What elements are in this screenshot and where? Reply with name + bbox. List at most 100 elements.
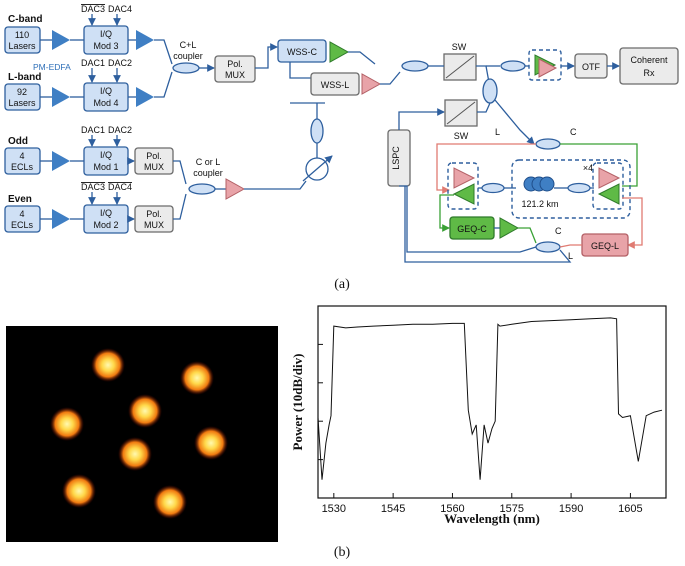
span-length: 121.2 km (521, 199, 558, 209)
x-tick-label: 1575 (500, 503, 524, 515)
coherent-rx-box (619, 47, 679, 85)
mod2-dac-a: DAC3 (81, 182, 105, 192)
band-splitter (535, 138, 561, 150)
loop-amp-left-c (452, 183, 475, 205)
loop-amp-left-l (453, 167, 476, 189)
c-lasers-text: Lasers (8, 41, 36, 51)
pol-mux-top-1: Pol. (227, 59, 243, 69)
mod3-dac-b: DAC4 (108, 4, 132, 14)
l-lasers-count: 92 (17, 87, 27, 97)
caption-a: (a) (334, 277, 350, 292)
cl-coupler-label-1: C+L (180, 40, 197, 50)
chart-frame (317, 305, 667, 499)
loop-coupler (482, 78, 498, 104)
mod4-dac-a: DAC1 (81, 58, 105, 68)
corl-coupler-label-2: coupler (193, 168, 223, 178)
constellation-panel (6, 326, 278, 542)
sw-top-label: SW (452, 42, 467, 52)
constellation-point (91, 348, 125, 382)
constellation-point (194, 426, 228, 460)
geq-c-amp (499, 217, 520, 239)
constellation-point (180, 361, 214, 395)
l-lasers-text: Lasers (8, 98, 36, 108)
loop-count: ×4 (583, 163, 593, 173)
pm-edfa-label: PM-EDFA (33, 62, 71, 72)
even-ecl-text: ECLs (11, 220, 34, 230)
pol-mux-even-2: MUX (144, 220, 164, 230)
mod4-dac-b: DAC2 (108, 58, 132, 68)
c-lasers-count: 110 (15, 30, 29, 40)
loop-label-c: C (570, 127, 577, 137)
constellation-point (62, 474, 96, 508)
constellation-point (50, 407, 84, 441)
x-tick-label: 1560 (440, 503, 464, 515)
constellation-point (128, 394, 162, 428)
caption-b: (b) (334, 545, 351, 560)
rx-amp-group (528, 49, 562, 81)
geq-l-label: GEQ-L (591, 241, 619, 251)
coherent-rx-2: Rx (644, 68, 655, 78)
mod4-name: Mod 4 (93, 98, 118, 108)
c-band-label: C-band (8, 14, 42, 25)
mod1-dac-b: DAC2 (108, 125, 132, 135)
mod4-amp (136, 87, 154, 107)
loop-label-l: L (495, 127, 500, 137)
lspc-label: LSPC (391, 146, 401, 170)
x-tick-label: 1590 (559, 503, 583, 515)
mod3-dac-a: DAC3 (81, 4, 105, 14)
constellation-point (118, 437, 152, 471)
loop-coupler-right (567, 182, 591, 194)
wss-c-box (277, 39, 327, 63)
odd-ecl-count: 4 (19, 151, 24, 161)
odd-ecl-text: ECLs (11, 162, 34, 172)
geq-label-c: C (555, 226, 562, 236)
mod1-iq: I/Q (100, 150, 112, 160)
wss-l-label: WSS-L (321, 80, 350, 90)
tap-coupler (500, 60, 526, 72)
loop-amp-right-c (597, 183, 620, 205)
cl-coupler (172, 62, 200, 74)
sw-bottom-label: SW (454, 131, 469, 141)
corl-amp (225, 178, 246, 200)
mod2-iq: I/Q (100, 208, 112, 218)
loop-amp-right-group (592, 162, 624, 210)
loop-amp-right-l (598, 167, 621, 189)
constellation-point (153, 485, 187, 519)
loop-amp-left-group (447, 162, 479, 210)
l-band-label: L-band (8, 72, 41, 83)
wss-l-box (310, 72, 360, 96)
pol-mux-odd-1: Pol. (146, 151, 162, 161)
mod1-name: Mod 1 (93, 162, 118, 172)
x-tick-label: 1530 (322, 503, 346, 515)
cl-coupler-label-2: coupler (173, 51, 203, 61)
odd-amp (52, 151, 70, 171)
pol-mux-even-1: Pol. (146, 209, 162, 219)
mod3-name: Mod 3 (93, 41, 118, 51)
pol-mux-top-2: MUX (225, 70, 245, 80)
mod3-amp (136, 30, 154, 50)
combiner-top (401, 60, 429, 72)
x-axis-label: Wavelength (nm) (444, 511, 540, 526)
geq-c-label: GEQ-C (457, 224, 487, 234)
pol-mux-top (214, 55, 256, 83)
even-amp (52, 209, 70, 229)
wss-c-amp (329, 41, 350, 63)
test-coupler (310, 118, 324, 144)
even-label: Even (8, 194, 32, 205)
wss-c-label: WSS-C (287, 47, 317, 57)
spectrum-series-line (317, 317, 663, 480)
y-ticks (318, 343, 323, 461)
constellation-background (6, 326, 278, 542)
x-tick-label: 1605 (618, 503, 642, 515)
corl-coupler-label-1: C or L (196, 157, 221, 167)
system-diagram: C-band 110 Lasers L-band 92 Lasers PM-ED… (4, 4, 679, 292)
mod1-dac-a: DAC1 (81, 125, 105, 135)
rx-amp-l (538, 58, 558, 78)
corl-coupler (188, 183, 216, 195)
recirculating-span-group (511, 159, 631, 219)
pol-mux-odd-2: MUX (144, 162, 164, 172)
odd-label: Odd (8, 136, 28, 147)
